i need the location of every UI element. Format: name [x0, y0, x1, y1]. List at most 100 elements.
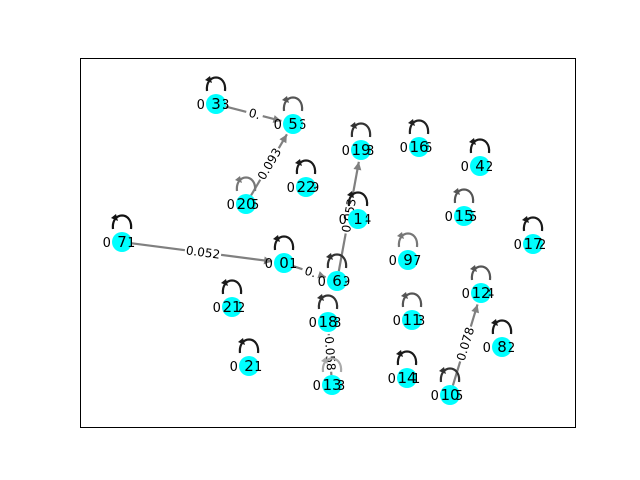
node-16[interactable]: 0.616: [400, 137, 439, 157]
self-loop-14: [396, 350, 418, 366]
node-id-label: 18: [318, 313, 337, 331]
node-id-label: 7: [117, 233, 127, 251]
node-id-bg: [350, 211, 366, 227]
node-19[interactable]: 0.819: [342, 140, 381, 160]
self-loop-21: [221, 279, 243, 295]
node-id-bg: [285, 116, 301, 132]
self-loop-arrow-5: [282, 96, 289, 103]
node-id-label: 10: [440, 386, 459, 404]
node-8[interactable]: 0.28: [483, 337, 522, 357]
edge-label-bg: [253, 144, 285, 184]
self-loop-arrow-19: [350, 122, 357, 129]
node-id-bg: [400, 252, 416, 268]
node-4[interactable]: 0.24: [461, 156, 500, 176]
edge-label: 0.052: [185, 243, 221, 261]
self-loop-2: [238, 338, 260, 354]
node-id-label: 22: [296, 178, 315, 196]
node-9[interactable]: 0.79: [389, 250, 428, 270]
node-id-bg: [298, 179, 314, 195]
self-loop-12: [470, 265, 492, 281]
self-loops-layer: [111, 76, 544, 383]
node-id-bg: [241, 358, 257, 374]
edge-label-bg: [300, 261, 322, 282]
node-1[interactable]: 0.41: [339, 209, 378, 229]
self-loop-22: [295, 159, 317, 175]
node-id-bg: [399, 370, 415, 386]
node-id-label: 21: [222, 298, 241, 316]
self-loop-7: [111, 214, 133, 230]
node-17[interactable]: 0.217: [514, 234, 553, 254]
node-id-label: 8: [497, 338, 507, 356]
node-id-bg: [456, 208, 472, 224]
edge-label-bg: [452, 324, 478, 364]
node-18[interactable]: 0.818: [309, 312, 348, 332]
self-loop-arrow-16: [408, 119, 415, 126]
nodes-layer: 0.100.410.120.830.240.650.960.170.280.79…: [103, 94, 553, 405]
self-loop-18: [317, 294, 339, 310]
self-loop-arrow-15: [453, 188, 460, 195]
self-loop-11: [401, 292, 423, 308]
self-loop-0: [273, 235, 295, 251]
self-loop-arrow-4: [469, 138, 476, 145]
edge-label: 0.: [247, 106, 262, 122]
node-6[interactable]: 0.96: [318, 271, 357, 291]
self-loop-arrow-0: [273, 235, 280, 242]
plot-frame: [80, 58, 576, 428]
node-22[interactable]: 0.922: [287, 177, 326, 197]
self-loop-9: [397, 232, 419, 248]
edge-arrowhead-6-19: [353, 161, 362, 171]
node-2[interactable]: 0.12: [230, 356, 269, 376]
edge-label-group: 0.058: [321, 334, 340, 373]
node-7[interactable]: 0.17: [103, 232, 142, 252]
node-id-label: 14: [397, 369, 416, 387]
self-loop-17: [522, 216, 544, 232]
self-loop-13: [321, 357, 343, 373]
node-id-bg: [494, 339, 510, 355]
node-id-label: 15: [454, 207, 473, 225]
node-id-bg: [353, 142, 369, 158]
node-20[interactable]: 0.520: [227, 194, 266, 214]
node-5[interactable]: 0.65: [274, 114, 313, 134]
self-loop-arrow-7: [111, 214, 118, 221]
node-id-bg: [411, 139, 427, 155]
edge-label-group: 0.052: [184, 242, 223, 262]
node-id-label: 6: [332, 272, 342, 290]
node-10[interactable]: 0.510: [431, 385, 470, 405]
self-loop-arrow-22: [295, 159, 302, 166]
self-loop-4: [469, 138, 491, 154]
self-loop-arrow-14: [396, 350, 403, 357]
self-loop-19: [350, 122, 372, 138]
edge-label: 0.: [303, 264, 318, 281]
node-id-label: 20: [236, 195, 255, 213]
node-id-bg: [525, 236, 541, 252]
edge-arrowhead-7-0: [263, 256, 273, 265]
node-3[interactable]: 0.83: [197, 94, 236, 114]
node-id-bg: [276, 255, 292, 271]
self-loop-1: [347, 191, 369, 207]
node-id-label: 16: [409, 138, 428, 156]
node-id-label: 1: [353, 210, 363, 228]
self-loop-15: [453, 188, 475, 204]
self-loop-arrow-3: [205, 76, 212, 83]
node-14[interactable]: 0.114: [388, 368, 427, 388]
node-13[interactable]: 0.313: [313, 375, 352, 395]
node-id-bg: [224, 299, 240, 315]
node-0[interactable]: 0.10: [265, 253, 304, 273]
node-21[interactable]: 0.221: [213, 297, 252, 317]
node-id-label: 5: [288, 115, 298, 133]
node-id-bg: [473, 285, 489, 301]
node-11[interactable]: 0.311: [393, 310, 432, 330]
node-id-label: 11: [402, 311, 421, 329]
node-15[interactable]: 0.515: [445, 206, 484, 226]
node-id-bg: [114, 234, 130, 250]
node-id-label: 17: [523, 235, 542, 253]
self-loop-arrow-2: [238, 338, 245, 345]
edge-arrowhead-10-12: [471, 304, 480, 314]
self-loop-arrow-18: [317, 294, 324, 301]
node-12[interactable]: 0.412: [462, 283, 501, 303]
node-id-label: 0: [279, 254, 289, 272]
node-id-label: 13: [322, 376, 341, 394]
self-loop-arrow-6: [326, 253, 333, 260]
